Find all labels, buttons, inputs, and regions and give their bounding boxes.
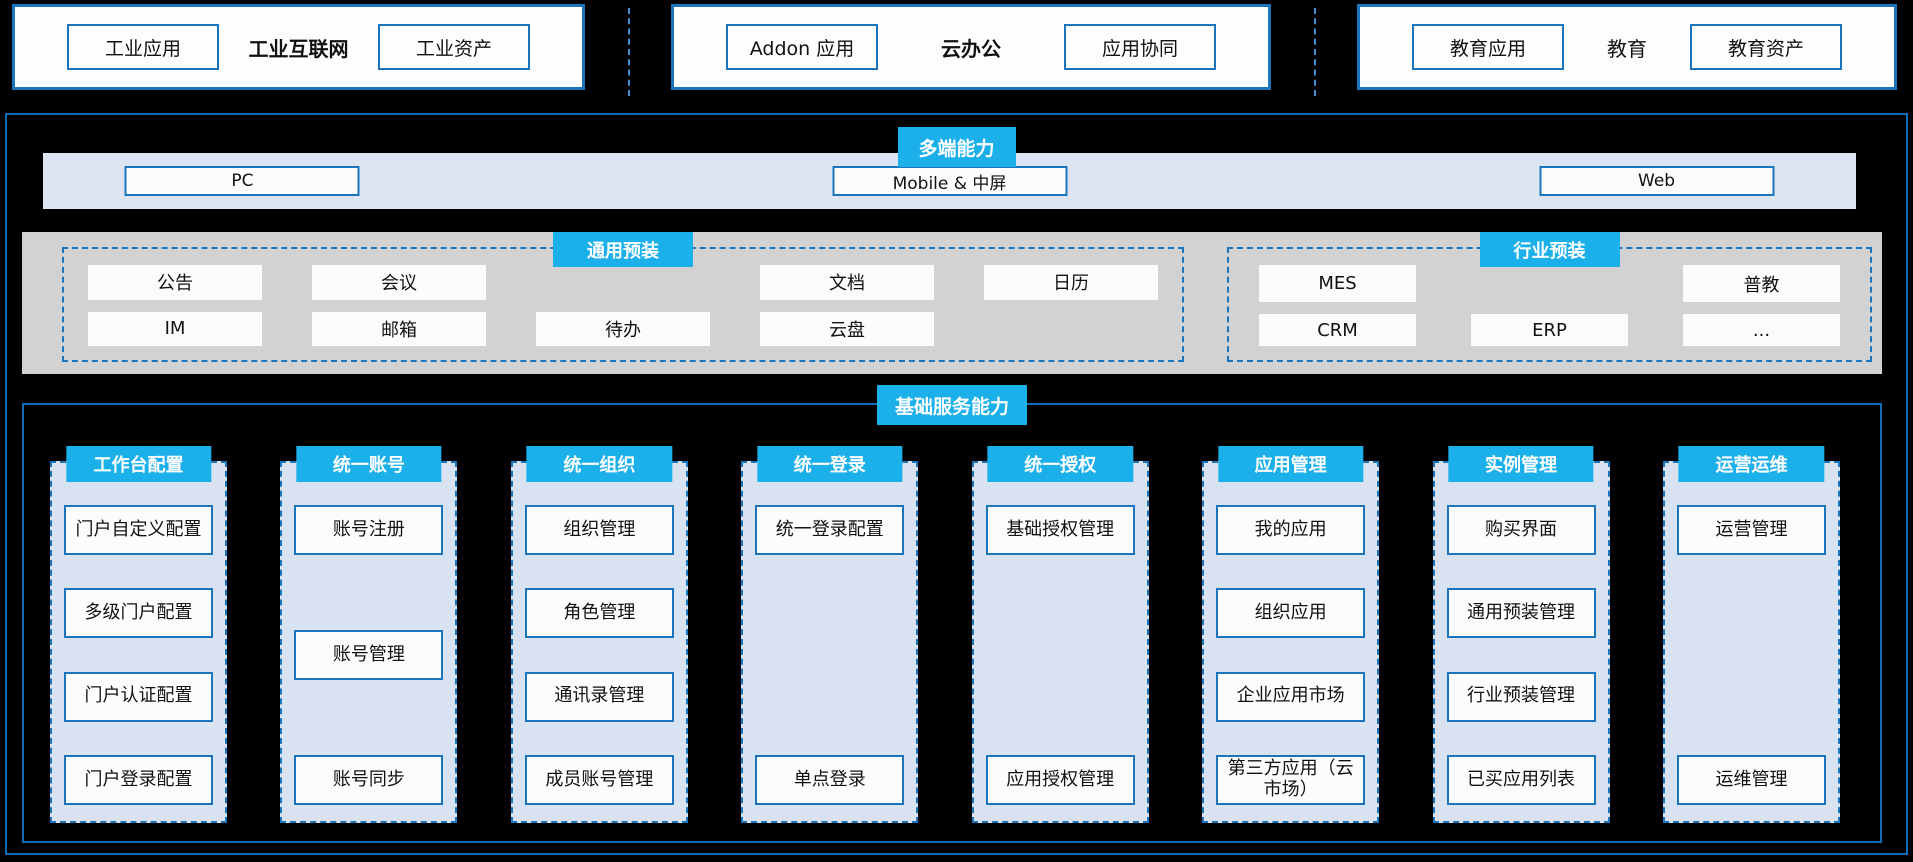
- column-title: 统一账号: [296, 446, 442, 482]
- domain-header-row: 工业应用 工业互联网 工业资产 Addon 应用 云办公 应用协同 教育应用 教…: [12, 4, 1897, 96]
- app-cell-announcement: 公告: [88, 265, 262, 300]
- service-item: 门户自定义配置: [64, 505, 213, 555]
- app-cell-more: ...: [1683, 314, 1840, 346]
- addon-apps-chip: Addon 应用: [726, 24, 878, 70]
- platform-frame: 多端能力 PC Mobile & 中屏 Web 通用预装 公告 会议 文档 日历…: [5, 113, 1908, 855]
- column-title: 统一组织: [526, 446, 672, 482]
- industry-preinstall-grid: MES 普教 CRM ERP ...: [1229, 249, 1870, 360]
- general-preinstall-tag: 通用预装: [553, 232, 693, 267]
- column-title: 应用管理: [1217, 446, 1364, 482]
- service-item: 购买界面: [1446, 505, 1596, 555]
- service-item: 门户认证配置: [64, 671, 213, 722]
- preinstall-band: 通用预装 公告 会议 文档 日历 IM 邮箱 待办 云盘 行业预装 MES 普教: [22, 232, 1882, 374]
- app-cell-mail: 邮箱: [312, 311, 486, 346]
- education-apps-chip: 教育应用: [1412, 24, 1564, 70]
- industrial-domain-title: 工业互联网: [248, 36, 349, 61]
- industry-preinstall-tag: 行业预装: [1479, 232, 1620, 267]
- service-item: 账号管理: [294, 630, 444, 680]
- service-item: 组织管理: [524, 505, 674, 555]
- education-assets-chip: 教育资产: [1690, 24, 1842, 70]
- app-cell-meeting: 会议: [312, 265, 486, 300]
- service-item: 行业预装管理: [1446, 671, 1596, 722]
- basic-services-tag: 基础服务能力: [877, 385, 1027, 425]
- service-item: 我的应用: [1216, 505, 1366, 555]
- app-cell-docs: 文档: [760, 265, 934, 300]
- column-app-management: 应用管理 我的应用 组织应用 企业应用市场 第三方应用（云市场）: [1202, 446, 1380, 823]
- app-cell-mes: MES: [1259, 265, 1416, 302]
- web-chip: Web: [1539, 166, 1775, 196]
- column-instance-management: 实例管理 购买界面 通用预装管理 行业预装管理 已买应用列表: [1432, 446, 1610, 823]
- app-cell-general-education: 普教: [1683, 265, 1840, 302]
- service-item: 多级门户配置: [64, 588, 213, 639]
- service-item: 账号同步: [294, 755, 444, 805]
- pc-chip: PC: [124, 166, 360, 196]
- service-item: 门户登录配置: [64, 754, 213, 805]
- service-item: 运营管理: [1676, 505, 1826, 555]
- cloud-office-domain-title: 云办公: [941, 36, 1001, 61]
- app-collaboration-chip: 应用协同: [1064, 24, 1216, 70]
- app-cell-im: IM: [88, 311, 262, 346]
- column-unified-login: 统一登录 统一登录配置 单点登录: [741, 446, 919, 823]
- dashed-divider: [585, 4, 671, 96]
- app-cell-calendar: 日历: [984, 265, 1158, 300]
- education-domain-box: 教育应用 教育 教育资产: [1357, 4, 1897, 90]
- service-item: 账号注册: [294, 505, 444, 555]
- app-cell-crm: CRM: [1259, 314, 1416, 346]
- multi-terminal-tag: 多端能力: [897, 127, 1016, 167]
- service-item: 基础授权管理: [985, 505, 1135, 555]
- service-item: 已买应用列表: [1446, 754, 1596, 805]
- industrial-apps-chip: 工业应用: [67, 24, 219, 70]
- app-cell-clouddisk: 云盘: [760, 311, 934, 346]
- column-title: 统一授权: [987, 446, 1133, 482]
- service-item: 通用预装管理: [1446, 588, 1596, 639]
- column-unified-org: 统一组织 组织管理 角色管理 通讯录管理 成员账号管理: [510, 446, 688, 823]
- column-unified-account: 统一账号 账号注册 账号管理 账号同步: [280, 446, 458, 823]
- dashed-divider: [1271, 4, 1357, 96]
- service-item: 企业应用市场: [1216, 671, 1366, 722]
- service-item: 单点登录: [755, 755, 905, 805]
- cloud-office-domain-box: Addon 应用 云办公 应用协同: [671, 4, 1271, 90]
- multi-terminal-band: PC Mobile & 中屏 Web: [43, 153, 1856, 209]
- column-title: 运营运维: [1678, 446, 1825, 482]
- service-columns: 工作台配置 门户自定义配置 多级门户配置 门户认证配置 门户登录配置 统一账号 …: [50, 446, 1840, 823]
- app-cell-erp: ERP: [1471, 314, 1628, 346]
- service-item: 角色管理: [524, 588, 674, 639]
- industrial-assets-chip: 工业资产: [378, 24, 530, 70]
- mobile-midscreen-chip: Mobile & 中屏: [832, 166, 1067, 196]
- service-item: 通讯录管理: [524, 671, 674, 722]
- service-item: 组织应用: [1216, 588, 1366, 639]
- industry-preinstall-group: 行业预装 MES 普教 CRM ERP ...: [1227, 232, 1872, 362]
- education-domain-title: 教育: [1607, 36, 1647, 61]
- general-preinstall-group: 通用预装 公告 会议 文档 日历 IM 邮箱 待办 云盘: [62, 232, 1184, 362]
- general-preinstall-grid: 公告 会议 文档 日历 IM 邮箱 待办 云盘: [64, 249, 1182, 360]
- service-item: 第三方应用（云市场）: [1216, 754, 1366, 805]
- app-cell-todo: 待办: [536, 311, 710, 346]
- basic-services-section: 基础服务能力 工作台配置 门户自定义配置 多级门户配置 门户认证配置 门户登录配…: [22, 385, 1882, 843]
- column-unified-auth: 统一授权 基础授权管理 应用授权管理: [971, 446, 1149, 823]
- service-item: 应用授权管理: [985, 755, 1135, 805]
- column-title: 统一登录: [757, 446, 903, 482]
- industrial-domain-box: 工业应用 工业互联网 工业资产: [12, 4, 585, 90]
- column-title: 工作台配置: [65, 446, 212, 482]
- service-item: 统一登录配置: [755, 505, 905, 555]
- column-operations: 运营运维 运营管理 运维管理: [1662, 446, 1840, 823]
- column-workbench-config: 工作台配置 门户自定义配置 多级门户配置 门户认证配置 门户登录配置: [50, 446, 227, 823]
- service-item: 运维管理: [1676, 755, 1826, 805]
- service-item: 成员账号管理: [524, 754, 674, 805]
- column-title: 实例管理: [1448, 446, 1594, 482]
